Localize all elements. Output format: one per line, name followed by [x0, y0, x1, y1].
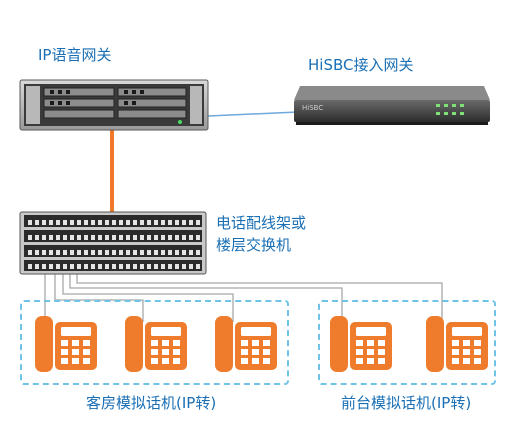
- analog-phone-icon[interactable]: [213, 314, 279, 374]
- analog-phone-icon[interactable]: [328, 314, 394, 374]
- sbc-appliance-icon: [294, 86, 490, 125]
- phone-wires: [44, 272, 443, 322]
- sbc-brand-mark: HiSBC: [302, 104, 324, 112]
- guest-phones-label: 客房模拟话机(IP转): [86, 394, 217, 412]
- front-desk-phone-group: [318, 300, 496, 385]
- analog-phone-icon[interactable]: [424, 314, 490, 374]
- guest-phone-group: [20, 300, 289, 385]
- hisbc-gateway-label: HiSBC接入网关: [308, 56, 414, 74]
- patch-panel-icon: [19, 211, 207, 275]
- rack-gateway-icon: [19, 79, 209, 131]
- analog-phone-icon[interactable]: [33, 314, 99, 374]
- front-desk-phones-label: 前台模拟话机(IP转): [341, 394, 472, 412]
- ethernet-link: [207, 111, 299, 117]
- ip-gateway-label: IP语音网关: [38, 46, 112, 64]
- patch-panel-label-line1: 电话配线架或: [216, 214, 307, 232]
- patch-panel-label-line2: 楼层交换机: [216, 236, 292, 254]
- analog-phone-icon[interactable]: [123, 314, 189, 374]
